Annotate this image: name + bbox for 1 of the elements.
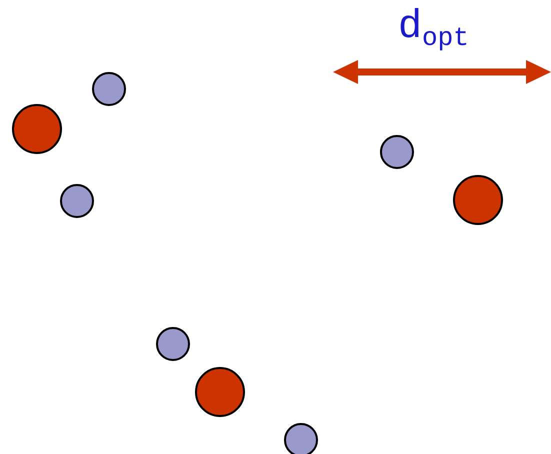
dimension-label: d$_{opt}$ bbox=[398, 8, 469, 51]
